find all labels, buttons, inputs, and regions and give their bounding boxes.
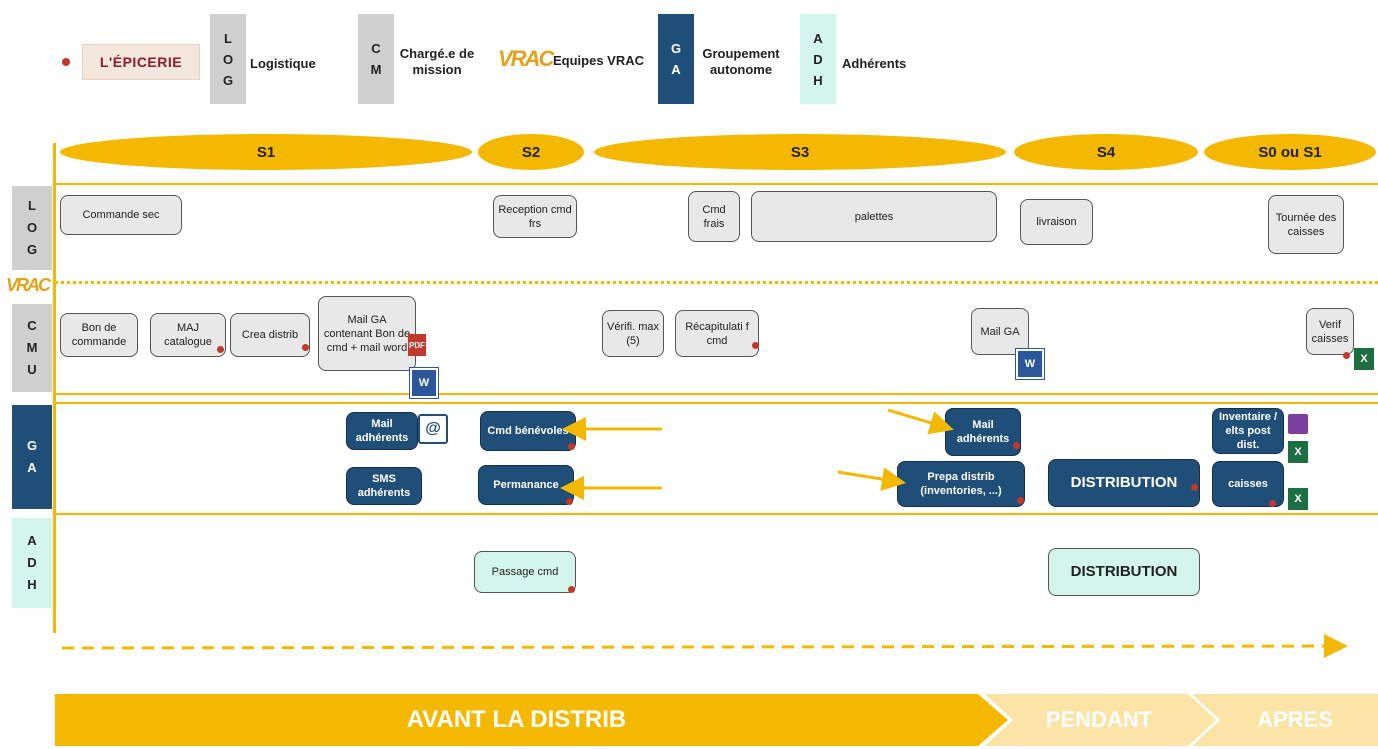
status-dot	[568, 443, 575, 450]
task-caisses: caisses	[1212, 461, 1284, 507]
task-passage-cmd: Passage cmd	[474, 551, 576, 593]
legend-adh-badge: A D H	[800, 14, 836, 104]
excel-icon: X	[1288, 441, 1308, 463]
row-label-ga: G A	[12, 405, 52, 509]
word-icon: W	[1016, 349, 1044, 379]
vrac-logo: VRAC	[498, 46, 554, 71]
status-dot	[302, 344, 309, 351]
task-verif-caisses: Verif caisses	[1306, 308, 1354, 355]
sprint-s2: S2	[478, 134, 584, 170]
status-dot	[1343, 352, 1350, 359]
task-sms-adherents: SMS adhérents	[346, 467, 422, 505]
vrac-row-logo: VRAC	[6, 275, 51, 295]
task-permanence: Permanance	[478, 465, 574, 505]
status-dot	[1269, 500, 1276, 507]
task-livraison: livraison	[1020, 199, 1093, 245]
row-label-adh: A D H	[12, 518, 52, 608]
task-tournee-caisses: Tournée des caisses	[1268, 195, 1344, 254]
phase-avant-label: AVANT LA DISTRIB	[406, 706, 627, 733]
task-recapitulatif: Récapitulati f cmd	[675, 310, 759, 357]
sprint-s3: S3	[594, 134, 1006, 170]
row-label-cmu: C M U	[12, 304, 52, 392]
row-line-1	[55, 183, 1378, 185]
task-crea-distrib: Crea distrib	[230, 313, 310, 357]
row-line-3	[55, 402, 1378, 404]
status-dot	[1013, 442, 1020, 449]
task-verifi-max: Vérifi. max (5)	[602, 310, 664, 357]
legend-cm-badge: C M	[358, 14, 394, 104]
task-bon-commande: Bon de commande	[60, 313, 138, 357]
task-commande-sec: Commande sec	[60, 195, 182, 235]
phase-pendant-shape	[985, 694, 1216, 746]
pdf-icon: PDF	[408, 334, 426, 356]
legend-log-label: Logistique	[250, 56, 316, 71]
legend-bullet	[62, 58, 70, 66]
legend-adh-label: Adhérents	[842, 56, 907, 71]
mail-icon: @	[418, 414, 448, 444]
row-label-log: L O G	[12, 186, 52, 270]
task-cmd-benevoles: Cmd bénévoles	[480, 411, 576, 451]
task-maj-catalogue: MAJ catalogue	[150, 313, 226, 357]
task-mail-ga-2: Mail GA	[971, 308, 1029, 355]
excel-icon: X	[1354, 348, 1374, 370]
status-dot	[1017, 497, 1024, 504]
sprint-s1: S1	[60, 134, 472, 170]
task-distribution-adh: DISTRIBUTION	[1048, 548, 1200, 596]
task-reception-cmd: Reception cmd frs	[493, 195, 577, 238]
timeline-arrow	[61, 634, 1348, 659]
task-mail-adherents: Mail adhérents	[346, 412, 418, 450]
phase-apres-shape	[1192, 694, 1378, 746]
status-dot	[752, 342, 759, 349]
status-dot	[566, 498, 573, 505]
arrow-to-mail-adherents	[887, 408, 954, 435]
phase-apres-label: APRES	[1257, 707, 1333, 732]
status-dot	[217, 346, 224, 353]
epicerie-logo: L'ÉPICERIE	[82, 44, 200, 80]
status-dot	[1191, 484, 1198, 491]
phase-pendant-label: PENDANT	[1045, 707, 1153, 732]
legend-log-badge: L O G	[210, 14, 246, 104]
task-palettes: palettes	[751, 191, 997, 242]
row-line-4	[55, 513, 1378, 515]
legend-cm-label: Chargé.e de mission	[399, 46, 475, 77]
status-dot	[568, 586, 575, 593]
task-prepa-distrib: Prepa distrib (inventories, ...)	[897, 461, 1025, 507]
legend-ga-label: Groupement autonome	[702, 46, 780, 77]
task-distribution-ga: DISTRIBUTION	[1048, 459, 1200, 507]
sprint-s4: S4	[1014, 134, 1198, 170]
printer-icon	[1288, 414, 1308, 434]
task-inventaire: Inventaire / elts post dist.	[1212, 408, 1284, 454]
row-line-2	[55, 393, 1378, 395]
legend-vrac-label: Equipes VRAC	[553, 53, 645, 68]
vertical-axis	[53, 143, 56, 633]
sprint-s0-s1: S0 ou S1	[1204, 134, 1376, 170]
task-mail-adherents-2: Mail adhérents	[945, 408, 1021, 456]
word-icon: W	[410, 368, 438, 398]
task-cmd-frais: Cmd frais	[688, 191, 740, 242]
excel-icon: X	[1288, 488, 1308, 510]
vrac-dotted-line	[55, 281, 1378, 284]
phase-avant-shape	[55, 694, 1008, 746]
legend-ga-badge: G A	[658, 14, 694, 104]
task-mail-ga: Mail GA contenant Bon de cmd + mail word	[318, 296, 416, 371]
arrow-to-prepa-distrib	[837, 467, 906, 491]
